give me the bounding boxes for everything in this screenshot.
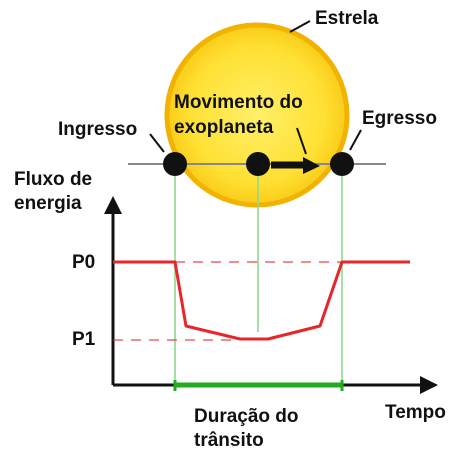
light-curve	[113, 260, 410, 341]
duration-label-line2: trânsito	[194, 430, 264, 451]
ingress-label: Ingresso	[58, 119, 137, 140]
x-axis-label: Tempo	[385, 402, 446, 423]
egress-label: Egresso	[362, 108, 437, 129]
motion-arrow-head	[303, 157, 320, 174]
y-axis-arrowhead	[104, 196, 122, 214]
star-label: Estrela	[315, 8, 379, 29]
star	[164, 22, 350, 208]
ingress-pointer-line	[149, 133, 165, 153]
motion-pointer-line	[296, 127, 307, 155]
motion-label-line1: Movimento do	[174, 92, 303, 113]
y-axis-label-line1: Fluxo de	[14, 169, 92, 190]
motion-label-line2: exoplaneta	[174, 117, 274, 138]
planet-center	[246, 152, 270, 176]
planet-ingress	[163, 152, 187, 176]
egress-pointer-line	[349, 129, 362, 151]
duration-label-line1: Duração do	[194, 406, 299, 427]
planet-egress	[330, 152, 354, 176]
p0-label: P0	[72, 252, 95, 273]
y-axis-label-line2: energia	[14, 193, 82, 214]
p1-label: P1	[72, 329, 96, 350]
star-pointer-line	[289, 20, 311, 33]
x-axis-arrowhead	[420, 376, 438, 394]
